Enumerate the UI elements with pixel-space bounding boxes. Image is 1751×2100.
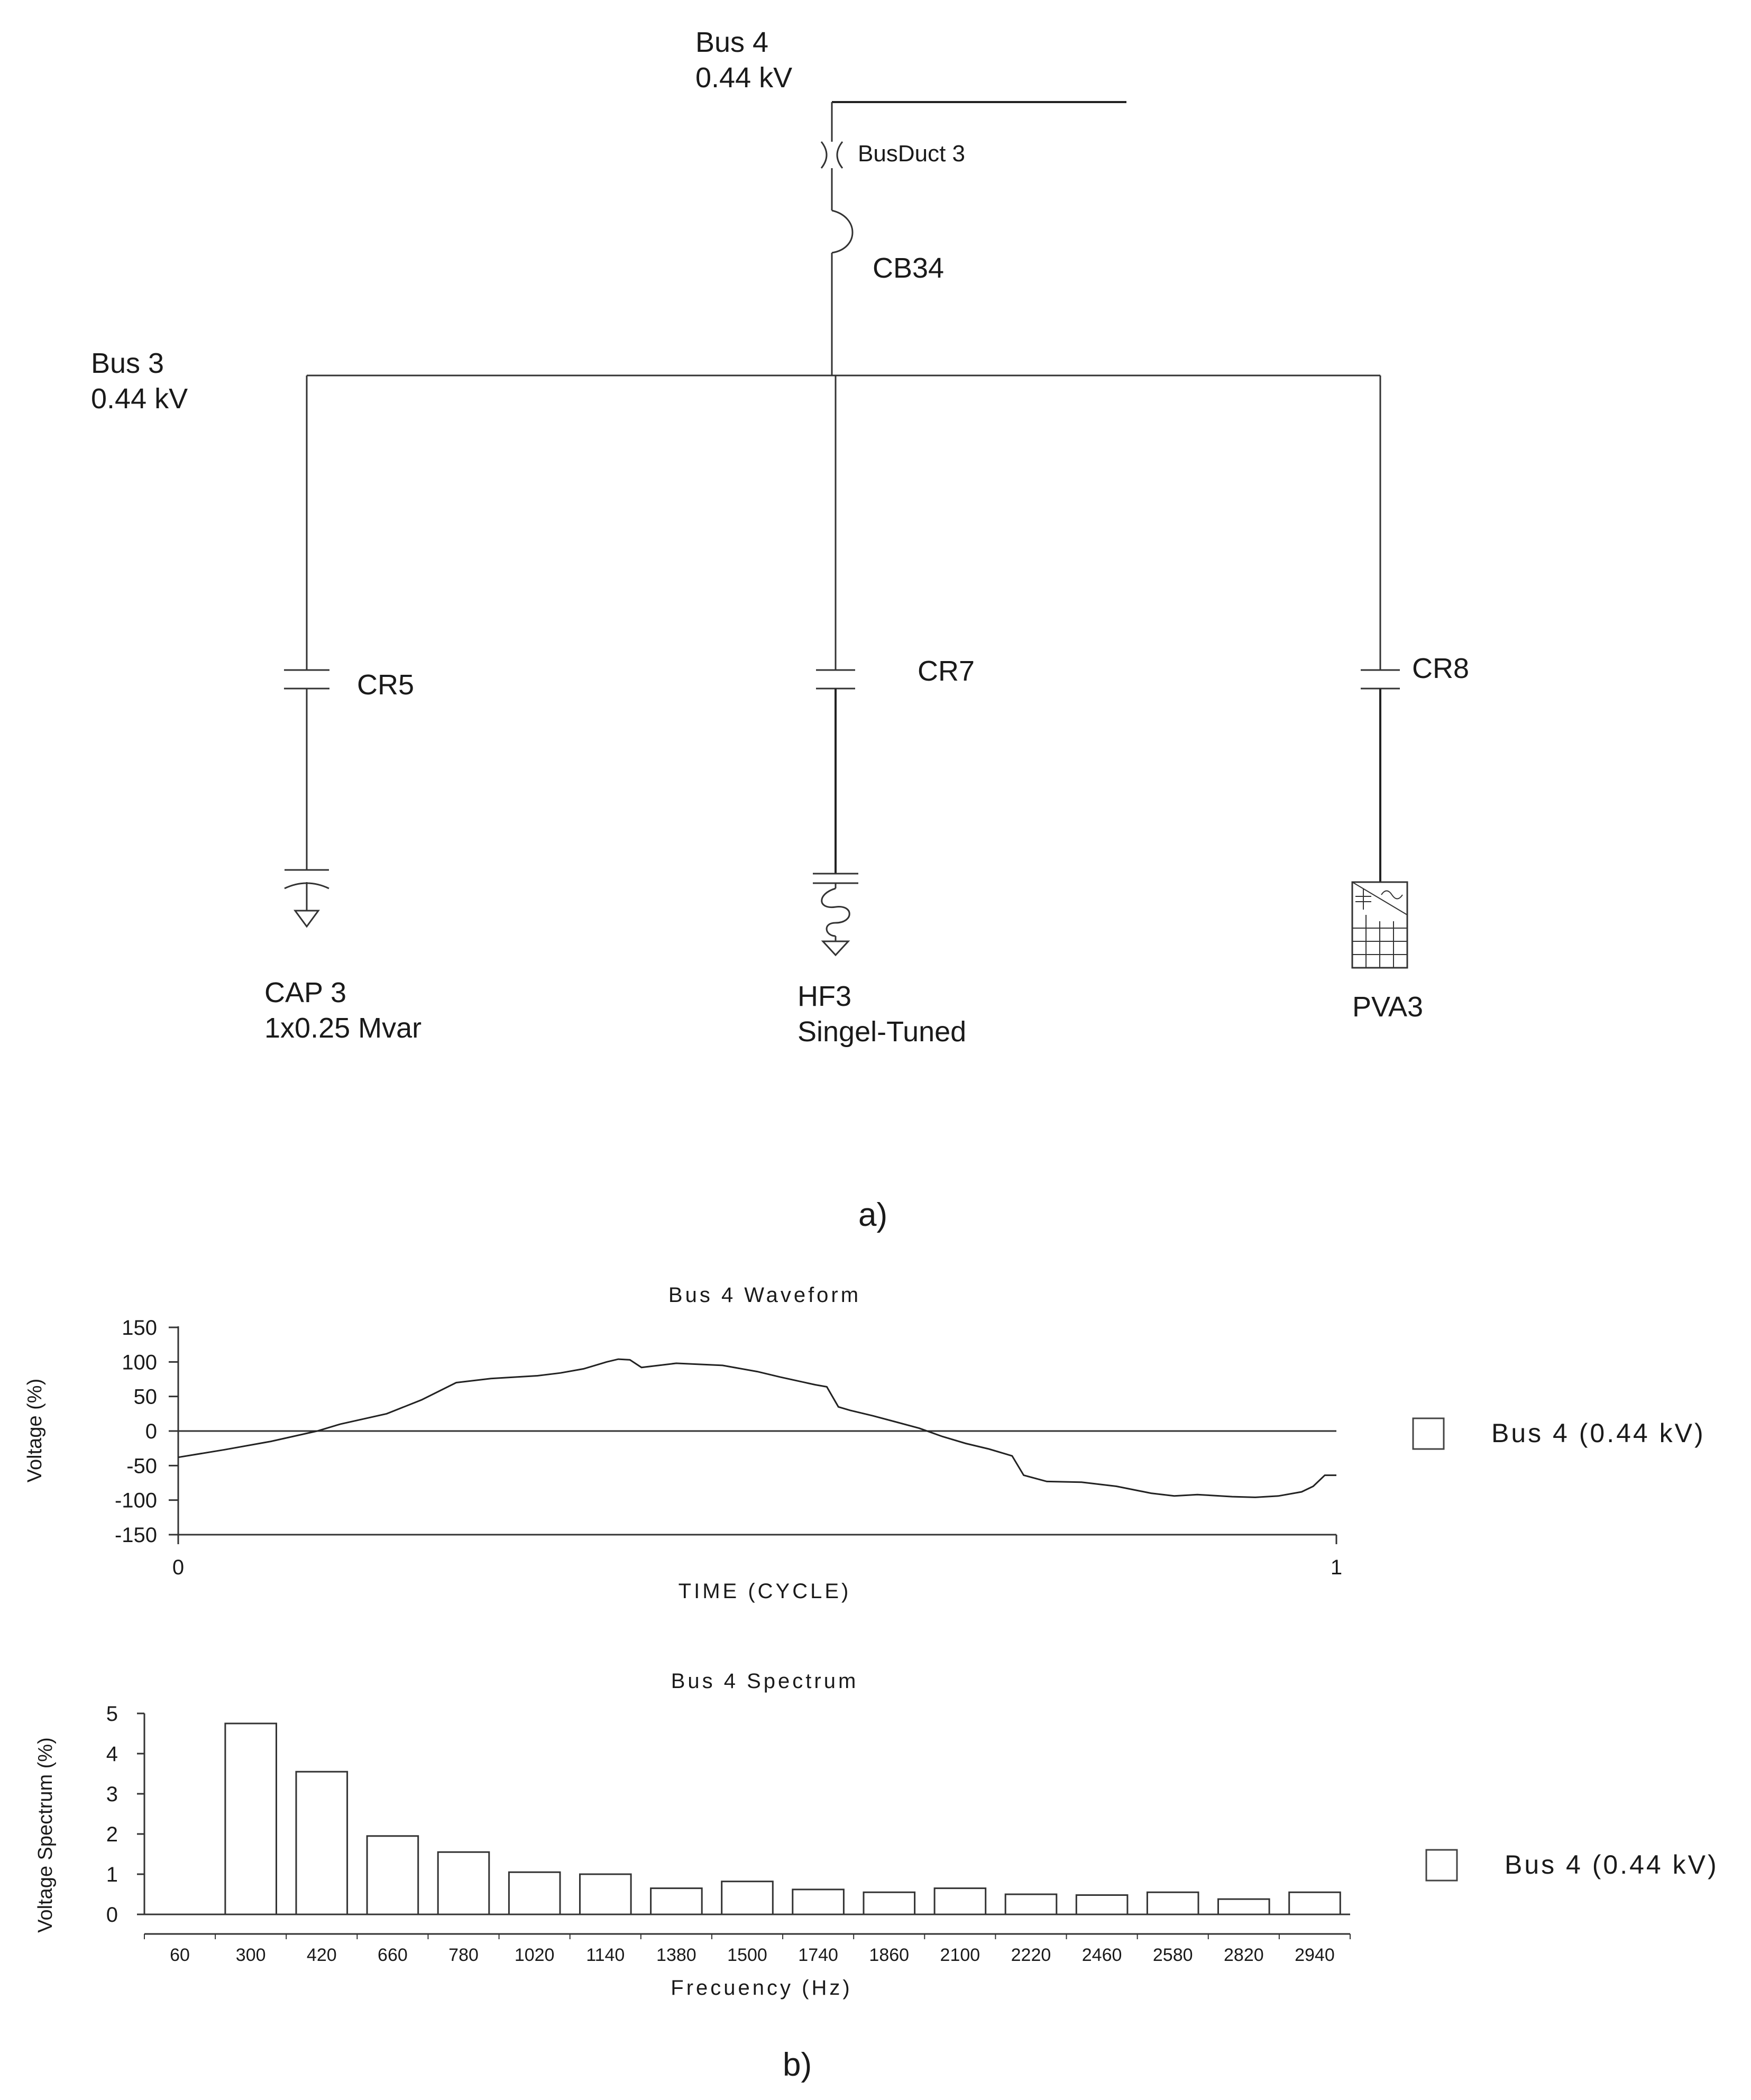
waveform-y-axis-label: Voltage (%): [24, 1379, 46, 1482]
waveform-y-tick-label: -50: [126, 1454, 157, 1478]
spectrum-x-tick-label: 2460: [1082, 1945, 1122, 1965]
spectrum-bar: [579, 1873, 632, 1915]
busduct-icon: [820, 141, 844, 169]
cap3-rating: 1x0.25 Mvar: [264, 1012, 421, 1044]
spectrum-x-tick-label: 2820: [1224, 1945, 1264, 1965]
spectrum-x-tick-label: 1500: [727, 1945, 767, 1965]
breaker-label: CB34: [873, 252, 944, 284]
capacitor-icon: [284, 869, 329, 928]
spectrum-bar: [1075, 1894, 1129, 1915]
hf3-name: HF3: [797, 980, 851, 1012]
waveform-legend-label: Bus 4 (0.44 kV): [1491, 1418, 1706, 1448]
bus3-voltage: 0.44 kV: [91, 383, 188, 415]
spectrum-bar: [1288, 1891, 1341, 1915]
spectrum-legend-label: Bus 4 (0.44 kV): [1505, 1850, 1719, 1879]
spectrum-bar: [295, 1771, 349, 1915]
spectrum-x-tick-label: 780: [448, 1945, 479, 1965]
spectrum-x-tick-label: 420: [307, 1945, 337, 1965]
spectrum-bar: [366, 1835, 419, 1915]
spectrum-x-tick-label: 660: [378, 1945, 408, 1965]
waveform-y-tick-label: -150: [115, 1524, 157, 1547]
spectrum-y-tick-label: 5: [106, 1702, 118, 1726]
waveform-y-tick-label: -100: [115, 1489, 157, 1512]
spectrum-x-tick-label: 2580: [1153, 1945, 1193, 1965]
spectrum-bar: [721, 1881, 774, 1915]
spectrum-legend-swatch: [1425, 1849, 1458, 1882]
spectrum-x-tick-label: 2940: [1295, 1945, 1335, 1965]
waveform-y-tick-label: 0: [145, 1420, 157, 1443]
spectrum-chart: Bus 4 Spectrum Voltage Spectrum (%) Frec…: [34, 1670, 1719, 2000]
spectrum-x-tick-label: 1140: [586, 1945, 625, 1965]
harmonic-filter-icon: [813, 873, 858, 957]
busduct-label: BusDuct 3: [858, 141, 965, 167]
waveform-marks: [178, 1358, 1336, 1498]
spectrum-x-tick-label: 2100: [940, 1945, 980, 1965]
spectrum-bar: [1146, 1891, 1199, 1915]
bus4-voltage: 0.44 kV: [695, 62, 792, 94]
spectrum-y-tick-label: 4: [106, 1743, 118, 1766]
spectrum-axes: 5 4 3 2 1 0 60 300 420 660 780 1020 1140 1380 1500 1740…: [106, 1702, 1351, 1965]
hf3-type: Singel-Tuned: [797, 1016, 966, 1048]
spectrum-x-tick-label: 1860: [869, 1945, 909, 1965]
spectrum-bar: [508, 1871, 561, 1915]
spectrum-bar: [863, 1891, 916, 1915]
waveform-title: Bus 4 Waveform: [668, 1283, 861, 1307]
spectrum-bar: [792, 1888, 845, 1915]
waveform-series-line: [178, 1358, 1336, 1498]
caption-b: b): [783, 2047, 812, 2083]
waveform-legend-swatch: [1412, 1417, 1445, 1450]
spectrum-marks: [224, 1722, 1341, 1915]
waveform-axes: 150 100 50 0 -50 -100 -150 0 1: [115, 1316, 1342, 1579]
waveform-y-tick-label: 150: [122, 1316, 157, 1340]
bus3-name: Bus 3: [91, 347, 164, 379]
caption-a: a): [858, 1197, 887, 1233]
cap3-name: CAP 3: [264, 977, 346, 1008]
spectrum-x-tick-label: 1380: [656, 1945, 696, 1965]
spectrum-y-tick-label: 0: [106, 1903, 118, 1927]
spectrum-bar: [224, 1722, 277, 1915]
pv-array-icon: [1351, 881, 1408, 969]
waveform-x-axis-label: TIME (CYCLE): [679, 1580, 851, 1603]
spectrum-x-tick-label: 300: [236, 1945, 266, 1965]
cr5-label: CR5: [357, 669, 414, 701]
spectrum-y-tick-label: 1: [106, 1863, 118, 1886]
spectrum-bar: [437, 1851, 490, 1915]
waveform-chart: Bus 4 Waveform Voltage (%) TIME (CYCLE) …: [24, 1283, 1706, 1603]
spectrum-bar: [1004, 1893, 1058, 1915]
spectrum-title: Bus 4 Spectrum: [671, 1670, 859, 1693]
spectrum-bar: [1217, 1898, 1270, 1915]
spectrum-x-tick-label: 1740: [798, 1945, 838, 1965]
pva3-label: PVA3: [1352, 991, 1423, 1023]
waveform-x-tick-label: 1: [1331, 1556, 1342, 1579]
single-line-diagram: Bus 4 0.44 kV BusDuct 3 CB34 Bus 3 0.44 …: [91, 26, 1469, 1233]
spectrum-x-tick-label: 1020: [515, 1945, 555, 1965]
spectrum-y-tick-label: 3: [106, 1783, 118, 1806]
spectrum-y-axis-label: Voltage Spectrum (%): [34, 1737, 57, 1933]
waveform-y-tick-label: 100: [122, 1351, 157, 1374]
cr8-label: CR8: [1412, 653, 1469, 684]
waveform-x-tick-label: 0: [172, 1556, 184, 1579]
circuit-breaker-icon: [831, 209, 854, 254]
cr8-icon: [1361, 669, 1400, 690]
spectrum-bar: [933, 1887, 987, 1915]
spectrum-x-tick-label: 2220: [1011, 1945, 1051, 1965]
cr7-label: CR7: [918, 655, 975, 687]
cr5-icon: [284, 669, 329, 690]
spectrum-bar: [650, 1887, 703, 1915]
waveform-y-tick-label: 50: [134, 1386, 158, 1409]
bus4-name: Bus 4: [695, 26, 768, 58]
spectrum-x-axis-label: Frecuency (Hz): [671, 1976, 852, 2000]
spectrum-x-tick-label: 60: [170, 1945, 190, 1965]
spectrum-y-tick-label: 2: [106, 1823, 118, 1846]
cr7-icon: [816, 669, 855, 690]
